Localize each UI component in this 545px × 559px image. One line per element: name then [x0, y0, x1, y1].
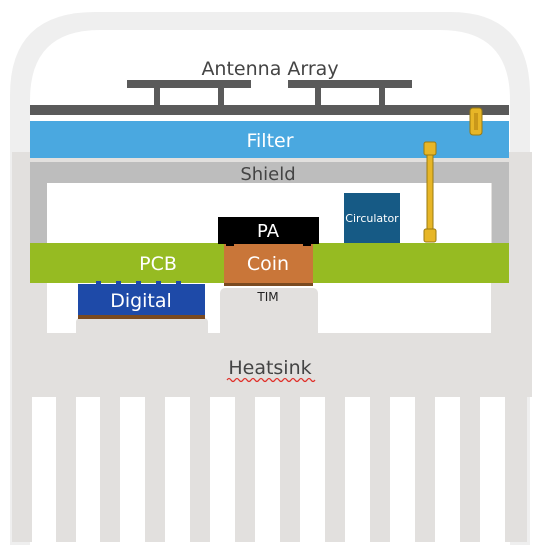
- digital-bump: [116, 281, 121, 285]
- circulator-body: [344, 193, 400, 244]
- shield-label: Shield: [240, 164, 295, 185]
- heatsink-fin: [12, 390, 32, 542]
- antenna-top-bar-right: [288, 80, 412, 88]
- circulator: Circulator: [344, 193, 400, 246]
- pa-body: [218, 217, 319, 244]
- circulator-label: Circulator: [345, 212, 399, 225]
- antenna-post: [218, 85, 224, 107]
- digital: Digital: [78, 281, 205, 319]
- antenna-connector-slot: [474, 113, 478, 130]
- heatsink-fin: [325, 390, 345, 542]
- heatsink-pedestal-left: [76, 318, 208, 338]
- antenna-connector: [469, 107, 483, 136]
- pa: PA: [218, 217, 319, 246]
- pa-pin: [303, 243, 311, 246]
- filter: Filter: [30, 121, 509, 158]
- antenna-post: [379, 85, 385, 107]
- connector-rod: [426, 150, 434, 236]
- heatsink-fin: [370, 390, 390, 542]
- antenna-array: Antenna Array: [30, 58, 509, 115]
- coin-label: Coin: [247, 253, 289, 275]
- antenna-top-bar-left: [127, 80, 251, 88]
- heatsink-fin: [280, 390, 300, 542]
- heatsink-pedestal-center: [220, 288, 318, 338]
- spellcheck-underline: [226, 377, 316, 383]
- antenna-post: [315, 85, 321, 107]
- heatsink-label: Heatsink: [228, 357, 311, 379]
- antenna-ground-bar: [30, 105, 509, 115]
- heatsink-fin: [460, 390, 480, 542]
- filter-label: Filter: [246, 130, 293, 152]
- digital-bump: [96, 281, 101, 285]
- digital-bump: [176, 281, 181, 285]
- heatsink-fin: [100, 390, 120, 542]
- pa-label: PA: [257, 221, 280, 242]
- shield-left-wall: [30, 162, 47, 244]
- heatsink-fin: [56, 390, 76, 542]
- coin-body: [224, 243, 313, 285]
- coin-bottom-line: [224, 283, 313, 286]
- heatsink-fins: [12, 390, 527, 542]
- shield-right-wall: [492, 162, 509, 244]
- rf-connector: [423, 141, 437, 243]
- antenna-label: Antenna Array: [201, 58, 338, 80]
- heatsink-fin: [415, 390, 435, 542]
- digital-bump: [136, 281, 141, 285]
- connector-bottom-cap: [423, 228, 437, 243]
- heatsink-fin: [145, 390, 165, 542]
- tim-label: TIM: [256, 290, 278, 304]
- heatsink-fin: [235, 390, 255, 542]
- antenna-post: [154, 85, 160, 107]
- digital-body: [78, 284, 205, 316]
- connector-top-cap: [423, 141, 437, 156]
- pa-pin: [226, 243, 234, 246]
- heatsink-base: [12, 333, 532, 397]
- digital-label: Digital: [110, 290, 172, 312]
- heatsink-fin: [505, 390, 527, 542]
- shield: Shield: [30, 162, 509, 244]
- digital-bump: [156, 281, 161, 285]
- shield-top: [30, 162, 509, 183]
- digital-bottom-line: [78, 315, 205, 319]
- heatsink-fin: [190, 390, 210, 542]
- coin: Coin: [224, 243, 313, 286]
- pcb-label: PCB: [139, 253, 177, 275]
- heatsink: [12, 152, 532, 542]
